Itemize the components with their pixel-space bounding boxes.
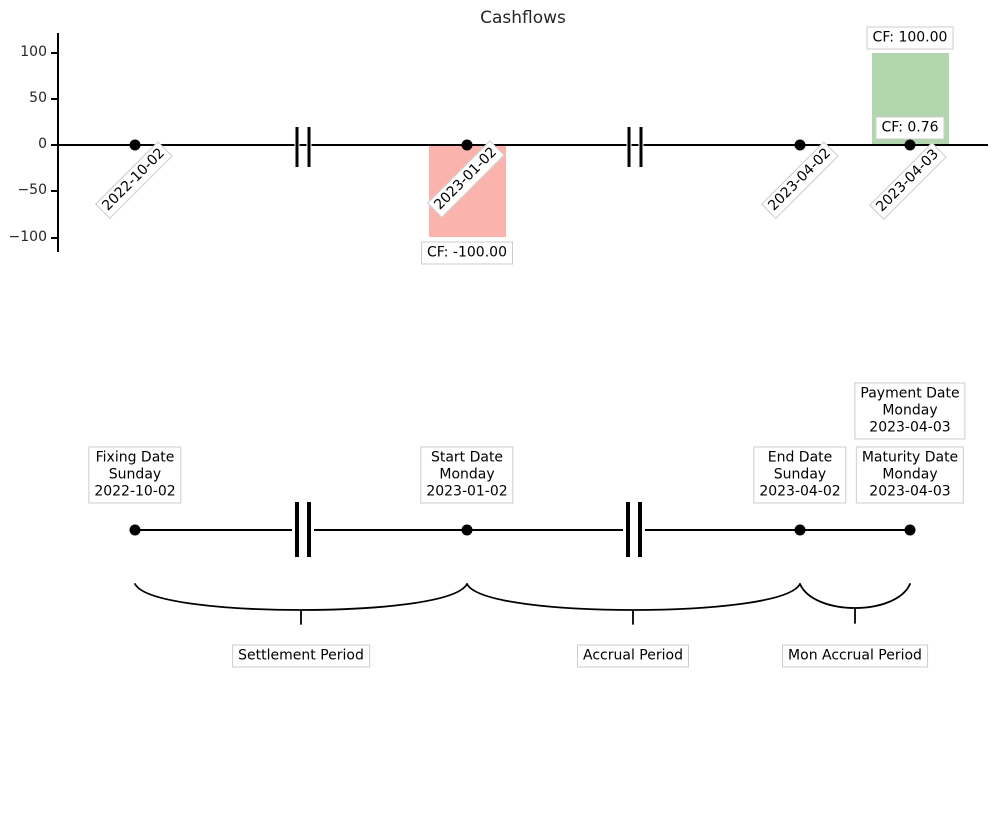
event-name: Fixing Date — [95, 449, 175, 466]
date-label: 2022-10-02 — [94, 140, 174, 220]
y-axis-spine — [57, 33, 59, 252]
axis-break-mark — [305, 502, 313, 557]
event-weekday: Monday — [882, 402, 938, 419]
timeline-dot — [129, 524, 141, 536]
timeline-line — [135, 528, 910, 532]
event-dot — [794, 139, 806, 151]
y-tick-mark — [51, 144, 58, 146]
y-tick-label: 0 — [38, 136, 47, 152]
event-date: 2023-01-02 — [426, 483, 508, 500]
event-dot — [129, 139, 141, 151]
event-dot — [904, 139, 916, 151]
event-dot — [461, 139, 473, 151]
event-name: End Date — [767, 449, 833, 466]
event-label-end-date: End Date Sunday 2023-04-02 — [753, 446, 847, 504]
y-tick-label: −50 — [17, 182, 47, 198]
axis-break-mark — [636, 502, 644, 557]
event-name: Maturity Date — [861, 449, 959, 466]
y-tick-label: 100 — [20, 44, 47, 60]
axis-break-mark — [638, 127, 643, 167]
event-weekday: Monday — [882, 466, 938, 483]
event-name: Payment Date — [860, 385, 960, 402]
settlement-period-brace — [134, 583, 468, 625]
mon-accrual-period-brace — [799, 583, 911, 624]
axis-break-mark — [293, 502, 301, 557]
y-tick-label: −100 — [8, 229, 47, 245]
timeline-dot — [461, 524, 473, 536]
y-tick-mark — [51, 52, 58, 54]
axis-break-mark — [294, 127, 299, 167]
date-label: 2023-04-02 — [760, 140, 840, 220]
event-date: 2023-04-03 — [869, 419, 951, 436]
y-tick-label: 50 — [29, 90, 47, 106]
event-label-maturity-date: Maturity Date Monday 2023-04-03 — [855, 446, 965, 504]
timeline-dot — [794, 524, 806, 536]
event-weekday: Monday — [439, 466, 495, 483]
cf-value-label: CF: -100.00 — [421, 241, 513, 265]
event-date: 2023-04-02 — [759, 483, 841, 500]
period-label-settlement: Settlement Period — [232, 644, 370, 668]
y-tick-mark — [51, 190, 58, 192]
axis-break-mark — [624, 502, 632, 557]
zero-axis-line — [58, 144, 988, 146]
event-date: 2022-10-02 — [94, 483, 176, 500]
event-weekday: Sunday — [773, 466, 827, 483]
event-label-fixing-date: Fixing Date Sunday 2022-10-02 — [88, 446, 182, 504]
y-tick-mark — [51, 98, 58, 100]
accrual-period-brace — [466, 583, 801, 625]
event-label-payment-date: Payment Date Monday 2023-04-03 — [854, 382, 966, 440]
cf-value-label: CF: 100.00 — [866, 26, 954, 50]
event-weekday: Sunday — [108, 466, 162, 483]
y-tick-mark — [51, 237, 58, 239]
axis-break-mark — [626, 127, 631, 167]
event-date: 2023-04-03 — [869, 483, 951, 500]
cf-value-label: CF: 0.76 — [875, 116, 945, 140]
event-label-start-date: Start Date Monday 2023-01-02 — [420, 446, 514, 504]
period-label-mon-accrual: Mon Accrual Period — [782, 644, 928, 668]
chart-title: Cashflows — [480, 8, 566, 28]
period-label-accrual: Accrual Period — [577, 644, 689, 668]
date-label: 2023-04-03 — [868, 141, 948, 221]
timeline-dot — [904, 524, 916, 536]
axis-break-mark — [306, 127, 311, 167]
event-name: Start Date — [430, 449, 504, 466]
